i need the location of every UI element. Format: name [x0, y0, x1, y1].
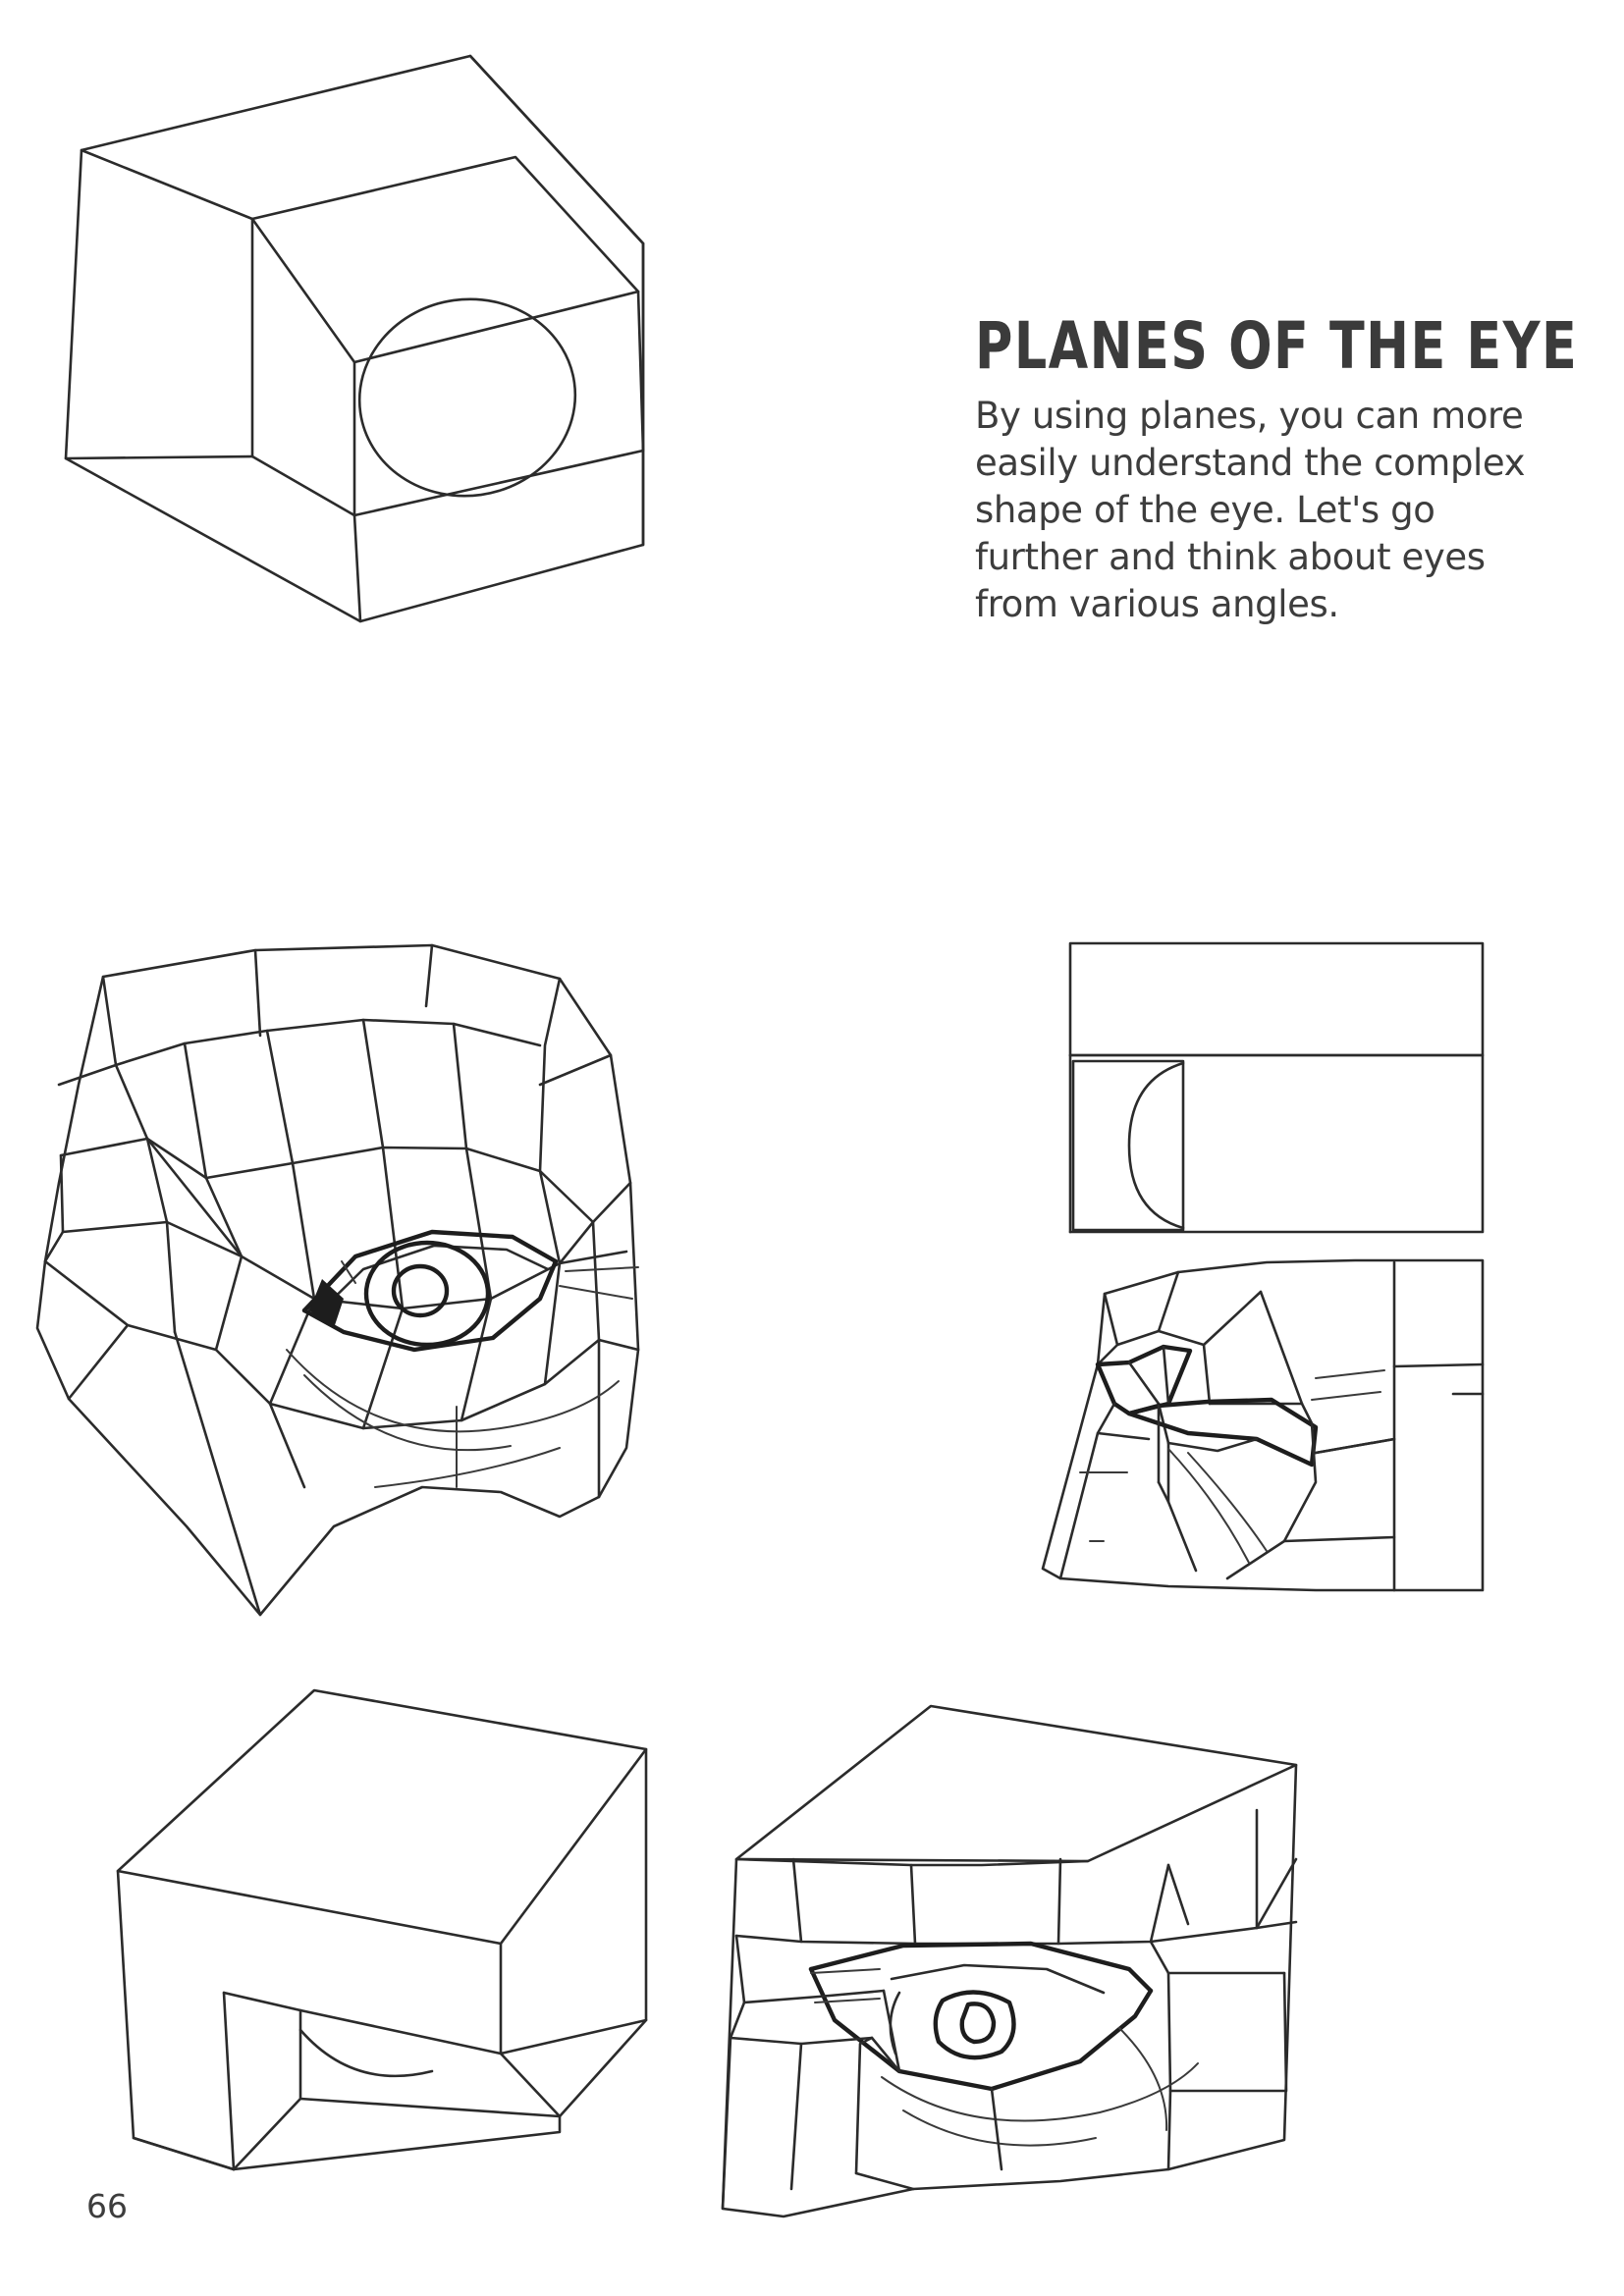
article-text-block: PLANES OF THE EYE By using planes, you c…	[975, 307, 1579, 628]
eye-socket-block-three-quarter-drawing	[64, 54, 645, 623]
figure-eye-socket-block-low-angle-view	[108, 1679, 658, 2179]
figure-eye-socket-block-three-quarter-view	[54, 34, 663, 633]
page-title: PLANES OF THE EYE	[975, 307, 1579, 384]
figure-faceted-eye-low-angle-view	[707, 1679, 1306, 2292]
figure-faceted-eye-three-quarter-view	[10, 937, 677, 1683]
faceted-eye-three-quarter-drawing	[35, 943, 640, 1617]
page-number: 66	[86, 2187, 128, 2225]
faceted-eye-low-angle-drawing	[721, 1704, 1298, 2218]
figure-faceted-eye-profile-view	[1021, 1256, 1512, 1600]
eye-socket-block-low-angle-drawing	[116, 1688, 648, 2171]
article-body: By using planes, you can more easily und…	[975, 395, 1526, 626]
figure-eye-socket-block-profile-view	[1041, 918, 1512, 1242]
eye-socket-block-profile-drawing	[1068, 941, 1485, 1234]
faceted-eye-profile-drawing	[1041, 1258, 1485, 1592]
